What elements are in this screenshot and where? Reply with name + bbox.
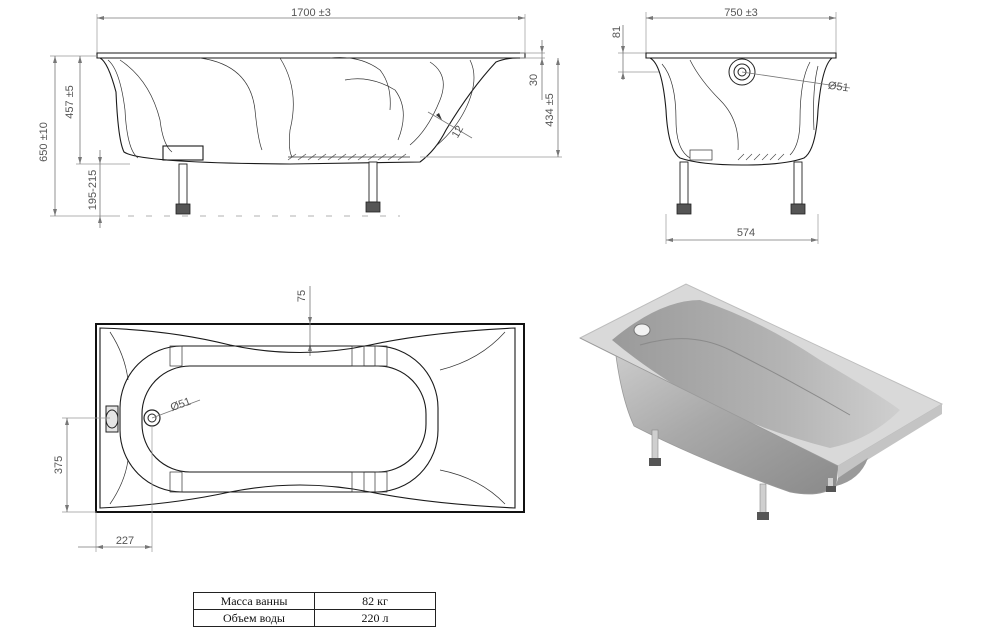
side-leg-right: [365, 161, 381, 213]
side-shell: [99, 57, 519, 165]
top-basin-inner: [141, 365, 427, 473]
inner-depth-label: 434 ±5: [544, 93, 556, 127]
bath-height-label: 457 ±5: [64, 85, 76, 119]
drain-offset-y-label: 375: [53, 456, 65, 474]
top-view: 75 Ø51 375: [53, 286, 525, 552]
drain-offset-x-label: 227: [116, 535, 134, 547]
end-view: 750 ±3 81 Ø51: [611, 7, 851, 244]
spec-label: Масса ванны: [193, 592, 315, 610]
side-leg-left: [175, 163, 191, 215]
side-rim: [96, 52, 526, 59]
spec-label: Объем воды: [193, 609, 315, 627]
end-leg-left: [676, 161, 692, 215]
table-row: Объем воды 220 л: [193, 609, 436, 627]
rim-label: 30: [528, 74, 540, 86]
spec-value: 82 кг: [314, 592, 436, 610]
side-seat-block: [162, 145, 204, 161]
wall-label: 12: [450, 124, 467, 141]
spec-table: Масса ванны 82 кг Объем воды 220 л: [193, 592, 436, 627]
top-overflow-fitting: [105, 405, 119, 433]
top-dim-label: 81: [611, 26, 623, 38]
rim-width-label: 75: [296, 290, 308, 302]
table-row: Масса ванны 82 кг: [193, 592, 436, 610]
end-leg-right: [790, 161, 806, 215]
leg-height-label: 195-215: [87, 170, 99, 210]
side-view: 1700 ±3: [38, 7, 562, 228]
end-shell: [649, 57, 833, 166]
bathtub-3d-render: [578, 283, 944, 520]
total-height-label: 650 ±10: [38, 122, 50, 162]
length-label: 1700 ±3: [291, 7, 331, 19]
spec-value: 220 л: [314, 609, 436, 627]
top-basin-outer: [119, 345, 439, 493]
end-drain-label: Ø51: [827, 80, 849, 95]
leg-span-label: 574: [737, 227, 755, 239]
width-label: 750 ±3: [724, 7, 758, 19]
